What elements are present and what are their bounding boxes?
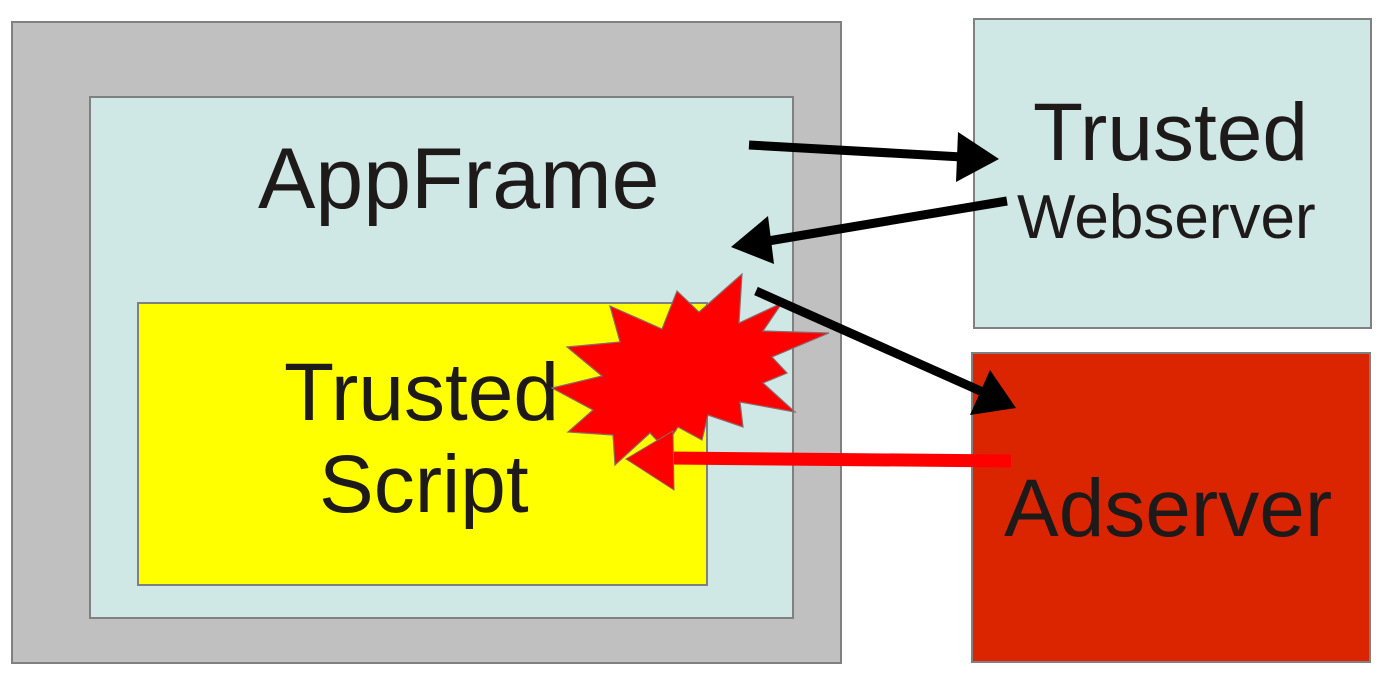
arrow-webserver-to-appframe <box>731 196 1008 264</box>
adserver-label: Adserver <box>1004 463 1333 554</box>
adserver-box <box>971 352 1371 663</box>
arrow-shaft <box>748 140 963 162</box>
trusted-webserver-label-line1: Trusted <box>1033 87 1308 178</box>
explosion-starburst-icon <box>550 272 830 467</box>
arrow-adserver-to-trusted-script <box>625 430 1012 491</box>
arrowhead-icon <box>625 430 675 491</box>
trusted-script-label-line1: Trusted <box>284 347 559 438</box>
trusted-webserver-label-line2: Webserver <box>1017 183 1316 252</box>
arrowhead-icon <box>731 216 774 264</box>
trusted-script-label-line2: Script <box>319 439 529 530</box>
arrow-appframe-to-webserver <box>748 132 999 182</box>
arrow-shaft <box>754 286 987 398</box>
arrowhead-icon <box>956 132 999 182</box>
appframe-label: AppFrame <box>258 131 660 227</box>
arrow-shaft <box>767 196 1008 246</box>
arrowhead-icon <box>970 370 1016 415</box>
arrow-shaft <box>667 451 1012 468</box>
arrow-appframe-to-adserver <box>754 286 1016 415</box>
trusted-webserver-box <box>973 18 1372 329</box>
